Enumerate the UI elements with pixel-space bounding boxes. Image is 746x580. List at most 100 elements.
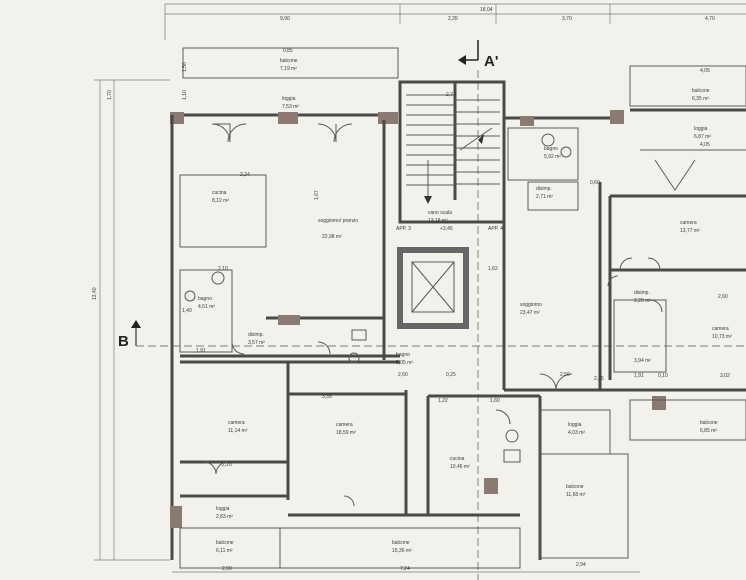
svg-text:7,19 m²: 7,19 m² — [280, 66, 297, 72]
svg-text:camera: camera — [228, 420, 245, 426]
svg-text:3,57 m²: 3,57 m² — [248, 340, 265, 346]
svg-text:4,03 m²: 4,03 m² — [568, 430, 585, 436]
svg-text:bagno: bagno — [198, 296, 212, 302]
svg-text:1,10: 1,10 — [182, 90, 188, 100]
svg-text:3,35: 3,35 — [322, 394, 332, 400]
svg-text:camera: camera — [712, 326, 729, 332]
svg-text:18,59 m²: 18,59 m² — [336, 430, 356, 436]
svg-text:1,91: 1,91 — [196, 348, 206, 354]
dim-top-seg-2: 2,35 — [448, 16, 458, 22]
room-bagno-right: bagno 5,92 m² — [544, 146, 561, 160]
svg-text:2,83 m²: 2,83 m² — [216, 514, 233, 520]
room-loggia-bottom-left: loggia 2,83 m² — [216, 506, 233, 520]
room-balcone-top-left: balcone 7,19 m² — [280, 58, 298, 72]
dim-bottom-seg-1: 2,90 — [222, 566, 232, 572]
svg-text:0,85: 0,85 — [283, 48, 293, 54]
svg-text:balcone: balcone — [692, 88, 710, 94]
svg-text:4,05: 4,05 — [700, 142, 710, 148]
svg-text:2,50: 2,50 — [560, 372, 570, 378]
svg-text:0,10: 0,10 — [658, 373, 668, 379]
svg-text:loggia: loggia — [694, 126, 708, 132]
svg-text:bagno: bagno — [544, 146, 558, 152]
svg-text:7,53 m²: 7,53 m² — [282, 104, 299, 110]
svg-text:0,25: 0,25 — [446, 372, 456, 378]
room-soggiorno-right: soggiorno 23,47 m² — [520, 302, 542, 316]
svg-text:camera: camera — [680, 220, 697, 226]
svg-text:3,02: 3,02 — [720, 373, 730, 379]
svg-text:2,74: 2,74 — [446, 92, 456, 98]
room-balcone-bottom-center: balcone 15,36 m² — [392, 540, 412, 554]
svg-text:camera: camera — [336, 422, 353, 428]
dim-top-seg-1: 9,90 — [280, 16, 290, 22]
stair-elevation: +3,45 — [440, 226, 453, 232]
door-swings-left — [203, 123, 355, 507]
dim-top-total: 18,04 — [480, 7, 493, 13]
room-camera-center: camera 18,59 m² — [336, 422, 356, 436]
svg-text:4,51 m²: 4,51 m² — [198, 304, 215, 310]
room-balcone-top-right: balcone 6,35 m² — [692, 88, 710, 102]
svg-text:3,94 m²: 3,94 m² — [634, 358, 651, 364]
svg-text:balcone: balcone — [392, 540, 410, 546]
svg-text:15,36 m²: 15,36 m² — [392, 548, 412, 554]
stair-area: 13,18 m² — [428, 218, 448, 224]
svg-text:10,46 m²: 10,46 m² — [450, 464, 470, 470]
svg-text:23,47 m²: 23,47 m² — [520, 310, 540, 316]
svg-text:4,05: 4,05 — [700, 68, 710, 74]
app-4-label: APP. 4 — [488, 226, 503, 232]
svg-text:2,85: 2,85 — [594, 376, 604, 382]
svg-text:balcone: balcone — [280, 58, 298, 64]
svg-text:loggia: loggia — [282, 96, 296, 102]
section-marker-b: B — [118, 320, 746, 350]
apartment-right-walls — [426, 65, 746, 560]
svg-text:11,68 m²: 11,68 m² — [566, 492, 586, 498]
room-disimp-right: disimp.2,71 m² — [536, 186, 553, 200]
room-balcone-bottom-left: balcone 6,11 m² — [216, 540, 234, 554]
svg-text:1,62: 1,62 — [488, 266, 498, 272]
svg-text:1,91: 1,91 — [634, 373, 644, 379]
room-disimp-left: disimp.3,57 m² — [248, 332, 265, 346]
svg-text:1,67: 1,67 — [314, 190, 320, 200]
svg-text:2,20: 2,20 — [222, 462, 232, 468]
app-3-label: APP. 3 — [396, 226, 411, 232]
svg-text:2,20 m²: 2,20 m² — [634, 298, 651, 304]
svg-text:balcone: balcone — [566, 484, 584, 490]
svg-text:2,10: 2,10 — [218, 266, 228, 272]
stair-core: vano scala 13,18 m² +3,45 APP. 3 APP. 4 — [396, 80, 506, 329]
svg-text:5,92 m²: 5,92 m² — [544, 154, 561, 160]
bottom-dimension-chain: 2,90 7,24 2,94 — [172, 562, 640, 573]
svg-text:2,60: 2,60 — [718, 294, 728, 300]
svg-text:loggia: loggia — [216, 506, 230, 512]
svg-text:10,73 m²: 10,73 m² — [712, 334, 732, 340]
svg-text:soggiorno: soggiorno — [520, 302, 542, 308]
room-loggia-top-right: loggia 6,87 m² — [694, 126, 711, 140]
svg-text:1,60: 1,60 — [490, 398, 500, 404]
svg-text:disimp.: disimp. — [536, 186, 552, 192]
svg-text:bagno: bagno — [396, 352, 410, 358]
svg-text:6,87 m²: 6,87 m² — [694, 134, 711, 140]
apartment-left-walls — [170, 47, 521, 569]
room-bagno-left: bagno 4,51 m² — [198, 296, 215, 310]
section-label-b: B — [118, 333, 129, 350]
svg-text:6,35 m²: 6,35 m² — [692, 96, 709, 102]
stair-treads — [406, 94, 500, 186]
dim-left-seg: 1,70 — [107, 90, 113, 100]
room-labels: balcone 7,19 m² loggia 7,53 m² cucina8,12 … — [198, 58, 732, 554]
top-dimension-chain: 18,04 9,90 2,35 3,70 4,70 — [164, 3, 746, 40]
svg-text:balcone: balcone — [700, 420, 718, 426]
svg-text:disimp.: disimp. — [634, 290, 650, 296]
small-dimensions: 0,85 2,74 1,50 1,10 1,62 2,10 1,40 1,91 … — [182, 48, 730, 468]
svg-text:2,60: 2,60 — [398, 372, 408, 378]
svg-text:6,11 m²: 6,11 m² — [216, 548, 233, 554]
room-ripostiglio-right: 3,94 m² — [634, 358, 651, 364]
svg-text:balcone: balcone — [216, 540, 234, 546]
